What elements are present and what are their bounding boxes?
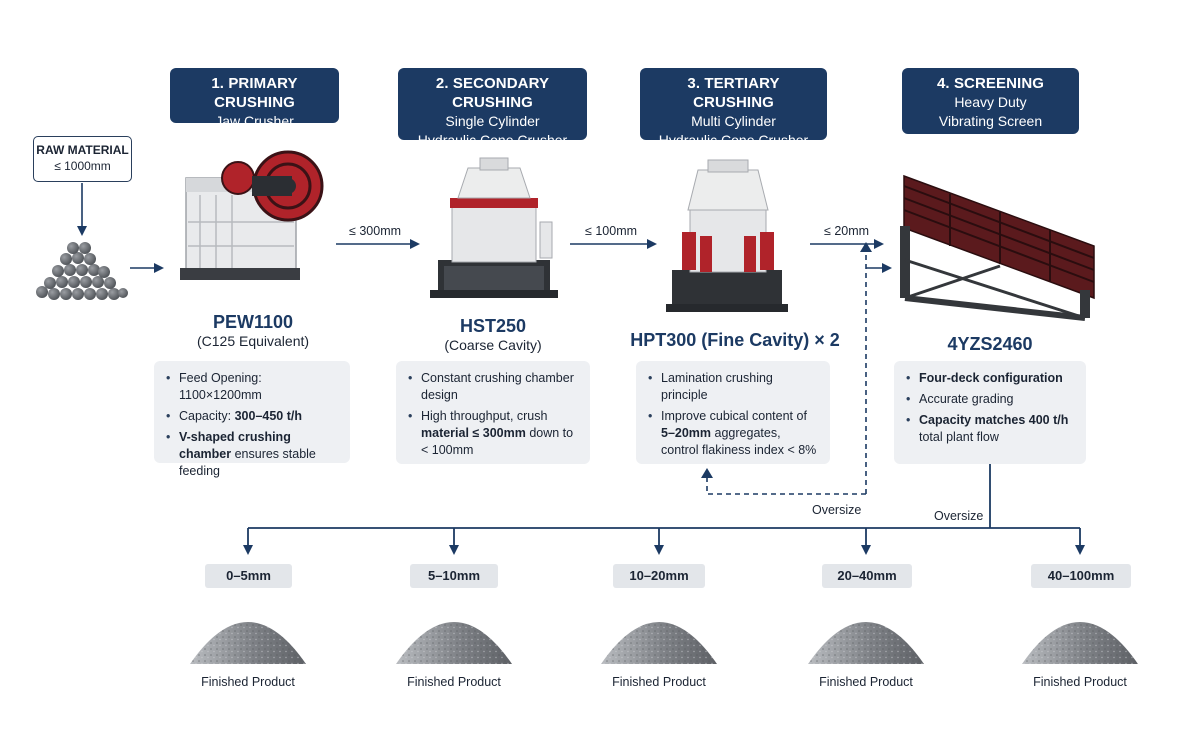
feature-card-screening: Four-deck configuration Accurate grading… — [894, 361, 1086, 464]
stage-subtitle: Jaw Crusher — [215, 113, 294, 129]
raw-material-size: ≤ 1000mm — [54, 159, 111, 173]
product-pile-icon-3 — [808, 622, 924, 664]
stage-title: 3. TERTIARY CRUSHING — [687, 75, 780, 111]
finished-product-label: Finished Product — [201, 675, 295, 689]
stage-subtitle-2: Hydraulic Cone Crusher — [658, 132, 809, 148]
raw-rock-pile-icon — [36, 242, 128, 300]
stage-header-secondary: 2. SECONDARY CRUSHING Single Cylinder Hy… — [398, 68, 587, 148]
raw-material-title: RAW MATERIAL — [36, 143, 129, 157]
flow-label-20: ≤ 20mm — [824, 224, 870, 238]
feature-item: Four-deck configuration — [904, 370, 1076, 387]
feature-list: Four-deck configuration Accurate grading… — [904, 370, 1076, 446]
feature-item: V-shaped crushing chamber ensures stable… — [164, 429, 340, 480]
secondary-cone-crusher-icon — [430, 157, 558, 298]
raw-material-box: RAW MATERIAL ≤ 1000mm — [33, 136, 132, 182]
stage-header-primary: 1. PRIMARY CRUSHING Jaw Crusher — [170, 68, 339, 129]
finished-product-label: Finished Product — [1033, 675, 1127, 689]
product-size-10-20: 10–20mm — [613, 564, 705, 588]
product-pile-icon-0 — [190, 622, 306, 664]
product-pile-icon-4 — [1022, 622, 1138, 664]
model-screening: 4YZS2460 — [947, 334, 1033, 354]
stage-title: 1. PRIMARY CRUSHING — [211, 75, 298, 111]
feature-card-primary: Feed Opening: 1100×1200mm Capacity: 300–… — [154, 361, 350, 478]
stage-header-screening: 4. SCREENING Heavy Duty Vibrating Screen — [902, 68, 1079, 134]
model-tertiary: HPT300 (Fine Cavity) × 2 — [630, 330, 840, 350]
feature-item: High throughput, crush material ≤ 300mm … — [406, 408, 580, 459]
vibrating-screen-icon — [900, 174, 1095, 321]
flow-arrows — [77, 183, 892, 273]
finished-product-label: Finished Product — [612, 675, 706, 689]
stage-subtitle: Multi Cylinder — [691, 113, 776, 129]
model-note-secondary: (Coarse Cavity) — [444, 337, 542, 353]
model-secondary: HST250 — [459, 316, 527, 336]
feature-item: Improve cubical content of 5–20mm aggreg… — [646, 408, 820, 459]
stage-title: 4. SCREENING — [936, 75, 1045, 92]
product-size-20-40: 20–40mm — [822, 564, 912, 588]
stage-header-tertiary: 3. TERTIARY CRUSHING Multi Cylinder Hydr… — [640, 68, 827, 148]
model-primary: PEW1100 — [212, 312, 294, 332]
feature-item: Accurate grading — [904, 391, 1076, 408]
product-size-0-5: 0–5mm — [205, 564, 292, 588]
oversize-loop — [706, 244, 867, 495]
stage-subtitle: Heavy Duty — [954, 94, 1027, 110]
flow-label-300: ≤ 300mm — [349, 224, 402, 238]
product-size-5-10: 5–10mm — [410, 564, 498, 588]
feature-card-secondary: Constant crushing chamber design High th… — [396, 361, 590, 464]
product-pile-icon-1 — [396, 622, 512, 664]
feature-item: Capacity matches 400 t/h total plant flo… — [904, 412, 1076, 446]
feature-item: Lamination crushing principle — [646, 370, 820, 404]
tertiary-cone-crusher-icon — [666, 159, 788, 312]
finished-product-label: Finished Product — [819, 675, 913, 689]
stage-subtitle: Single Cylinder — [445, 113, 540, 129]
finished-product-label: Finished Product — [407, 675, 501, 689]
loop-up-arrowhead-icon — [860, 242, 872, 252]
stage-title: 2. SECONDARY CRUSHING — [435, 75, 550, 111]
feature-list: Lamination crushing principle Improve cu… — [646, 370, 820, 459]
product-size-40-100: 40–100mm — [1031, 564, 1131, 588]
loop-arrowhead-icon — [701, 468, 713, 478]
feature-list: Constant crushing chamber design High th… — [406, 370, 580, 459]
stage-subtitle-2: Hydraulic Cone Crusher — [417, 132, 568, 148]
model-note-primary: (C125 Equivalent) — [196, 333, 310, 349]
feature-item: Capacity: 300–450 t/h — [164, 408, 340, 425]
flow-label-100: ≤ 100mm — [585, 224, 638, 238]
oversize-label-loop: Oversize — [812, 503, 862, 517]
feature-list: Feed Opening: 1100×1200mm Capacity: 300–… — [164, 370, 340, 480]
oversize-label-screen: Oversize — [934, 509, 984, 523]
stage-subtitle-2: Vibrating Screen — [938, 113, 1043, 129]
feature-item: Constant crushing chamber design — [406, 370, 580, 404]
feature-card-tertiary: Lamination crushing principle Improve cu… — [636, 361, 830, 464]
product-pile-icon-2 — [601, 622, 717, 664]
product-distribution-lines — [243, 464, 1085, 555]
jaw-crusher-icon — [180, 150, 324, 280]
feature-item: Feed Opening: 1100×1200mm — [164, 370, 340, 404]
